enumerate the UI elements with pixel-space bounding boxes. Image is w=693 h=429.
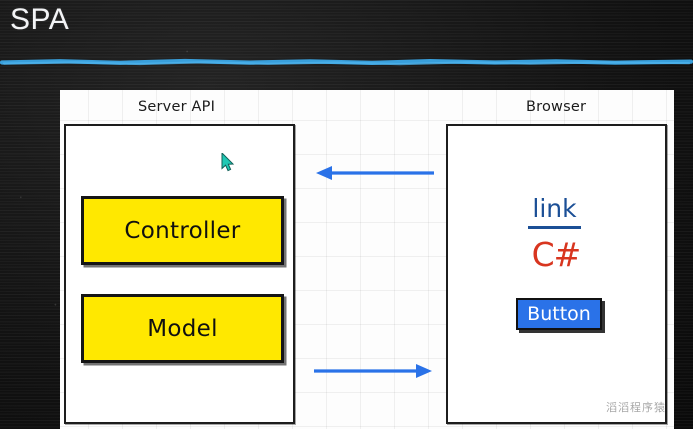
arrow-right-icon xyxy=(314,364,432,378)
browser-button[interactable]: Button xyxy=(516,298,602,330)
browser-link[interactable]: link xyxy=(532,194,577,223)
panel-label-server: Server API xyxy=(138,99,216,115)
watermark: 滔滔程序猿 xyxy=(606,401,666,414)
diagram-canvas: Server API Controller Model Browser link… xyxy=(60,90,674,429)
node-model[interactable]: Model xyxy=(81,294,284,363)
csharp-label: C# xyxy=(531,235,582,274)
browser-box xyxy=(446,124,667,424)
panel-label-browser: Browser xyxy=(526,99,587,115)
server-api-box xyxy=(64,124,295,424)
title-underline-rule xyxy=(0,58,693,66)
node-controller[interactable]: Controller xyxy=(81,196,284,265)
arrow-left-icon xyxy=(316,166,434,180)
browser-link-underline xyxy=(528,226,581,229)
page-title: SPA xyxy=(10,3,70,36)
